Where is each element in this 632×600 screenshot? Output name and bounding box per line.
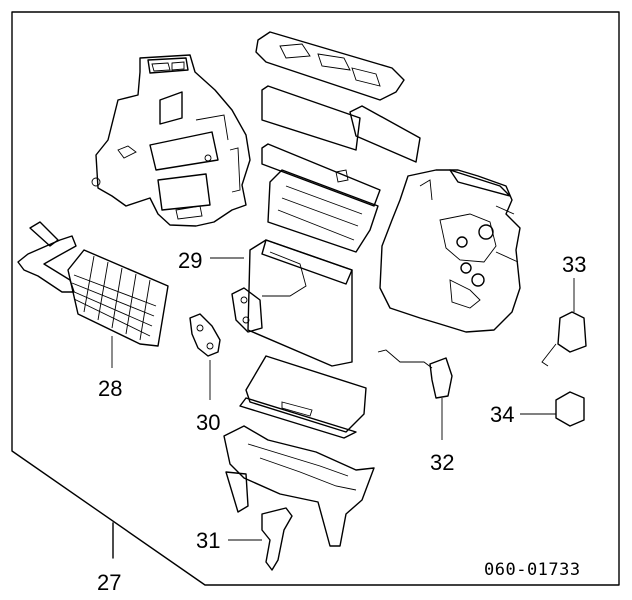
label-part-27: 27 (97, 570, 121, 595)
label-part-29: 29 (178, 248, 202, 273)
sensor-part-32 (377, 349, 453, 440)
evaporator-core-part-29 (210, 239, 353, 367)
bracket-part-31 (228, 507, 293, 571)
heater-case-right (379, 169, 521, 333)
label-part-30: 30 (196, 410, 220, 435)
label-part-32: 32 (430, 450, 454, 475)
label-part-33: 33 (562, 252, 586, 277)
lower-case-tray (223, 355, 375, 547)
assembly-boundary (11, 11, 620, 586)
diagram-reference-code: 060-01733 (484, 560, 581, 580)
label-part-34: 34 (490, 402, 514, 427)
heater-case-left (91, 54, 251, 227)
gasket-part-30 (189, 313, 221, 400)
heater-core-part-28 (17, 221, 169, 368)
clip-part-34 (520, 391, 585, 427)
clip-part-33 (541, 278, 587, 367)
label-part-31: 31 (196, 528, 220, 553)
label-part-28: 28 (98, 376, 122, 401)
air-duct-frame (255, 31, 421, 253)
